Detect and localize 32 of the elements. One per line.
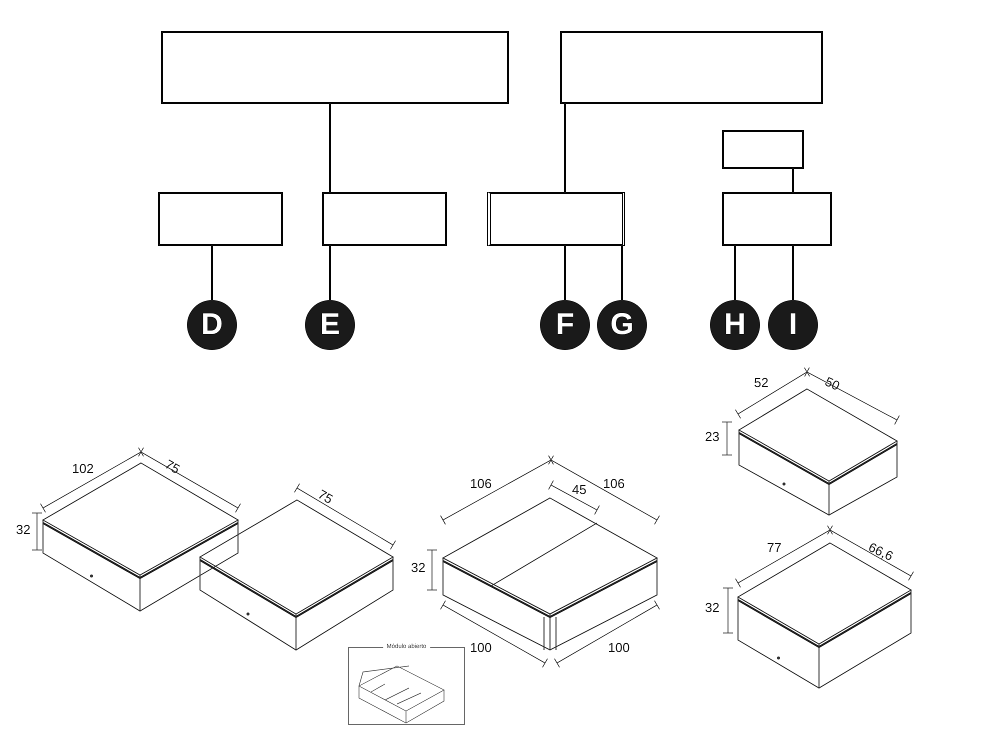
dimension-label: 75	[315, 487, 335, 507]
leader-line	[734, 246, 736, 300]
callout-letter: I	[768, 300, 818, 350]
plan-view-rectangle	[161, 31, 509, 104]
dimension-label: 66,6	[866, 540, 896, 564]
dimension-label: 100	[470, 641, 492, 655]
callout-letter: F	[540, 300, 590, 350]
callout-letter: E	[305, 300, 355, 350]
dimension-label: 32	[705, 601, 720, 615]
dimension-label: 45	[572, 483, 586, 497]
dimension-label: 106	[603, 477, 625, 491]
leader-line	[211, 246, 213, 300]
callout-letter: D	[187, 300, 237, 350]
dimension-label: 50	[822, 374, 842, 394]
dimension-label: 75	[162, 457, 182, 477]
leader-line	[621, 246, 623, 300]
plan-view-rectangle	[560, 31, 823, 104]
callout-letter: G	[597, 300, 647, 350]
plan-view-rectangle	[322, 192, 447, 246]
plan-view-rectangle	[722, 192, 832, 246]
callout-letter: H	[710, 300, 760, 350]
dimension-label: 23	[705, 430, 720, 444]
dimension-label: 32	[16, 523, 30, 537]
dimension-label: 100	[608, 641, 630, 655]
corner-plan-rectangle	[487, 192, 625, 246]
dimension-label: 77	[767, 541, 782, 555]
dimension-label: 52	[754, 376, 768, 390]
dimension-label: 106	[470, 477, 492, 491]
dimension-label: 32	[411, 561, 426, 575]
plan-view-rectangle	[158, 192, 283, 246]
plan-view-rectangle	[722, 130, 804, 169]
dimension-label: 102	[72, 462, 94, 476]
